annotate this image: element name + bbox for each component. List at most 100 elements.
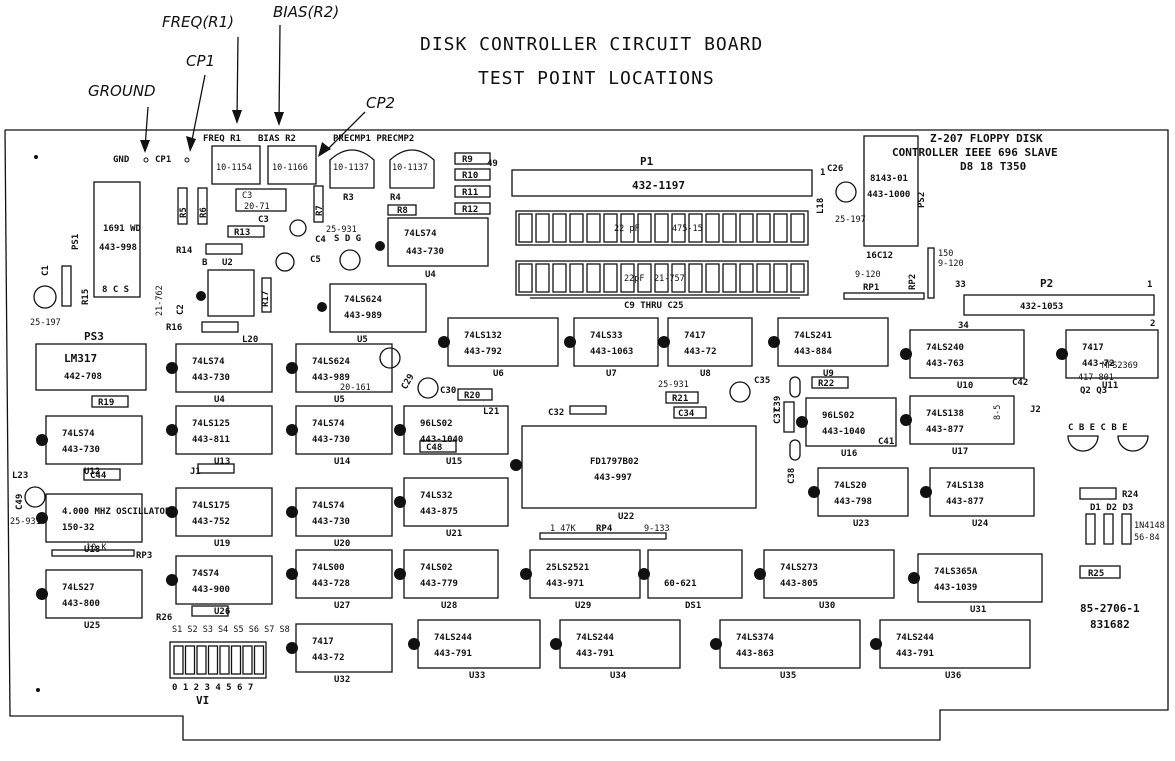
dip-switch-toggle[interactable] <box>207 645 219 675</box>
test-point-u11 <box>1056 348 1068 360</box>
u19-part: 443-752 <box>192 517 230 527</box>
c1-label: C1 <box>41 265 51 276</box>
cbe-label: C B E C B E <box>1068 423 1128 433</box>
u10-part: 443-763 <box>926 359 964 369</box>
dip-switch-toggle[interactable] <box>230 645 242 675</box>
test-point-u13 <box>166 424 178 436</box>
u21-ref: U21 <box>446 529 462 539</box>
test-point-u16 <box>796 416 808 428</box>
u7-ref: U7 <box>606 369 617 379</box>
capacitor-cell <box>654 263 669 293</box>
dip-switch-toggle[interactable] <box>242 645 253 675</box>
test-point-u26 <box>166 574 178 586</box>
l20-label: L20 <box>242 335 258 345</box>
ps3-part: 442-708 <box>64 372 102 382</box>
c9-label: C9 THRU C25 <box>624 301 684 311</box>
r4-label: R4 <box>390 193 401 203</box>
bias-r2-label: BIAS R2 <box>258 134 296 144</box>
test-point-u31 <box>908 572 920 584</box>
r12-label: R12 <box>462 205 478 215</box>
dip-switch-toggle[interactable] <box>253 645 265 675</box>
u8-part25: 25-931 <box>658 380 689 390</box>
callout-arrows <box>140 24 366 157</box>
u13-ref: U13 <box>214 457 230 467</box>
u31-ref: U31 <box>970 605 986 615</box>
u8-part: 443-72 <box>684 347 717 357</box>
c16c12: 16C12 <box>866 251 893 261</box>
u16-part: 443-1040 <box>822 427 865 437</box>
capacitor-cell <box>637 263 652 293</box>
r16-label: R16 <box>166 323 182 333</box>
u22-name: FD1797B02 <box>590 457 639 467</box>
u3-name: 74LS624 <box>344 295 383 305</box>
u17-part: 443-877 <box>926 425 964 435</box>
dip-label: VI <box>196 694 209 707</box>
test-point-u25 <box>36 588 48 600</box>
u10-ref: U10 <box>957 381 973 391</box>
r17-label: R17 <box>261 291 271 307</box>
capacitor-cell <box>739 213 754 243</box>
test-point-u36 <box>870 638 882 650</box>
u4-name: 74LS74 <box>192 357 225 367</box>
dip-switch-toggle[interactable] <box>184 645 196 675</box>
test-point-u19 <box>166 506 178 518</box>
test-point-u24 <box>920 486 932 498</box>
dip-labels: S1 S2 S3 S4 S5 S6 S7 S8 <box>172 625 290 635</box>
dip-switch-toggle[interactable] <box>219 645 230 675</box>
u19-name: 74LS175 <box>192 501 230 511</box>
callout-cp2: CP2 <box>366 94 395 112</box>
r15-label: R15 <box>81 289 91 305</box>
u21-part: 443-875 <box>420 507 458 517</box>
dip-switch-toggle[interactable] <box>196 645 207 675</box>
r20-label: R20 <box>464 391 480 401</box>
u1-part: 443-730 <box>406 247 444 257</box>
dip-switch[interactable]: S1 S2 S3 S4 S5 S6 S7 S8 0 1 2 3 4 5 6 7 … <box>169 625 290 707</box>
c35-label: C35 <box>754 376 770 386</box>
capacitor-cell <box>569 263 584 293</box>
u5-part: 443-989 <box>312 373 350 383</box>
test-point-u10 <box>900 348 912 360</box>
c9b: 475-15 <box>672 224 703 234</box>
capacitor-cell <box>722 213 737 243</box>
ds1-part: 60-621 <box>664 579 697 589</box>
q-sdg: S D G <box>334 234 361 244</box>
l23-label: L23 <box>12 471 28 481</box>
chip-grid: 74LS74443-730U474LS624443-989U574LS13244… <box>36 317 1159 685</box>
part-25-931: 25-931 <box>326 225 357 235</box>
capacitor-cell <box>552 263 567 293</box>
dip-switch-toggle[interactable] <box>173 645 184 675</box>
p2-pin-a: 33 <box>955 280 966 290</box>
r11-label: R11 <box>462 188 478 198</box>
u9-ref: U9 <box>823 369 834 379</box>
test-point-u34 <box>550 638 562 650</box>
ps2-part: 443-1000 <box>867 190 910 200</box>
test-point-u5 <box>286 362 298 374</box>
u23-name: 74LS20 <box>834 481 867 491</box>
r5-label: R5 <box>179 207 189 218</box>
r19-label: R19 <box>98 398 114 408</box>
u7-name: 74LS33 <box>590 331 623 341</box>
u32-name: 7417 <box>312 637 334 647</box>
ps1-ref: PS1 <box>71 234 81 250</box>
c3-val: C3 <box>242 191 252 201</box>
u23-part: 443-798 <box>834 497 872 507</box>
rp4-part: 9-133 <box>644 524 670 534</box>
rp1-label: RP1 <box>863 283 879 293</box>
u15-ref: U15 <box>446 457 462 467</box>
c2-val: 21-762 <box>155 285 165 316</box>
u9-part: 443-884 <box>794 347 833 357</box>
r6-label: R6 <box>199 207 209 218</box>
capacitor-bank: 22 pF 475-15 22pF 21-757 C9 THRU C25 <box>515 210 809 311</box>
